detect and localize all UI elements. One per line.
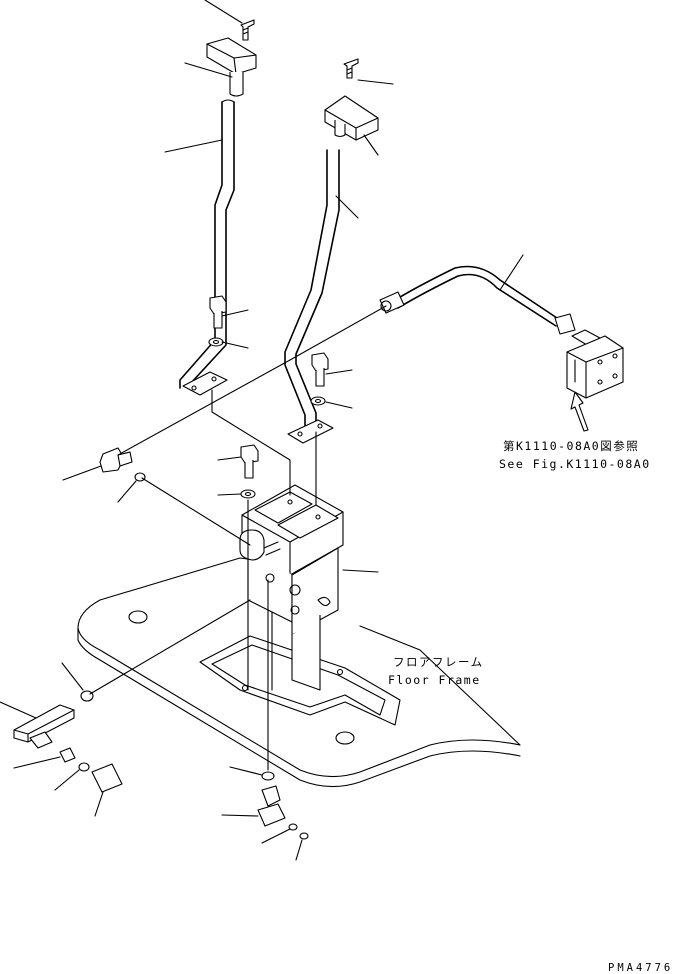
reference-arrow xyxy=(570,391,589,432)
valve-block xyxy=(239,484,344,691)
leader-lines xyxy=(0,0,524,861)
reference-label-en: See Fig.K1110-08A0 xyxy=(499,457,651,471)
floor-frame-label-jp: フロアフレーム xyxy=(393,655,484,669)
fittings xyxy=(13,447,309,840)
guide-lines xyxy=(89,305,387,771)
left-lever xyxy=(179,37,257,396)
screws xyxy=(240,19,359,79)
hose-assembly xyxy=(379,265,624,432)
right-lever xyxy=(284,95,379,444)
bolts-and-washers xyxy=(208,295,329,499)
reference-label-jp: 第K1110-08A0図参照 xyxy=(503,439,640,453)
floor-frame-label-en: Floor Frame xyxy=(388,673,481,687)
drawing-code: PMA4776 xyxy=(608,962,674,974)
